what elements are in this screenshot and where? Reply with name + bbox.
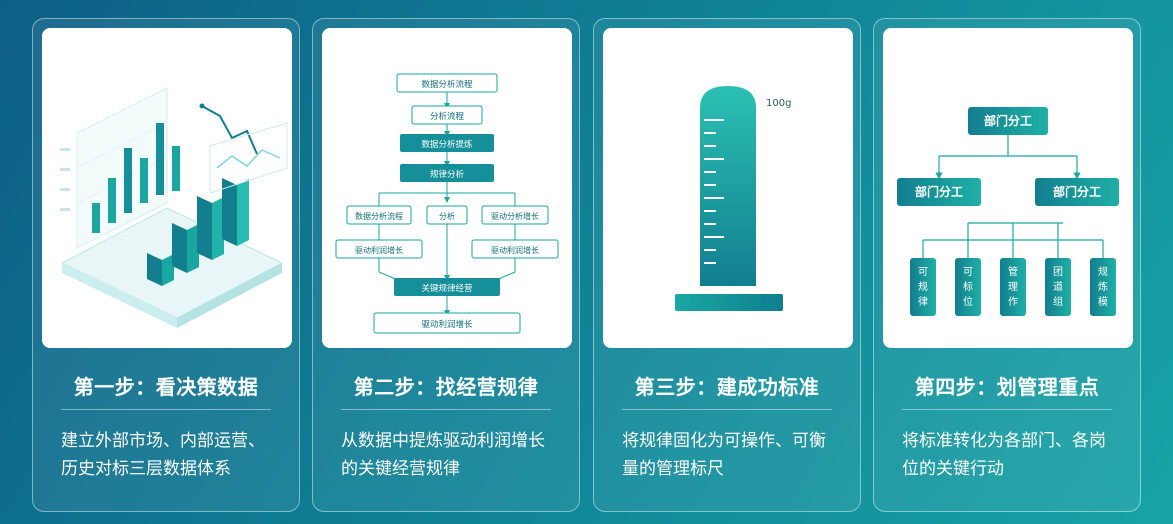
org-mid-right-node (1035, 178, 1119, 206)
org-mid-left-node (897, 178, 981, 206)
org-leaf-label: 团道组 (1053, 266, 1063, 308)
step-card-3: 100g 第三步：建成功标准 将规律固化为可操作、可衡量的管理标尺 (593, 18, 861, 512)
step-1-description: 建立外部市场、内部运营、历史对标三层数据体系 (61, 431, 265, 479)
step-3-divider (622, 409, 832, 410)
isometric-bar-chart-icon (60, 87, 288, 328)
step-card-1: 第一步：看决策数据 建立外部市场、内部运营、历史对标三层数据体系 (32, 18, 300, 512)
flow-node-7 (394, 278, 500, 296)
step-1-divider (61, 409, 271, 410)
flow-node-3-label: 数据分析提炼 (421, 139, 473, 150)
flow-node-1-label: 数据分析流程 (421, 79, 473, 90)
flow-node-5b (426, 205, 468, 225)
flow-node-1 (396, 73, 498, 93)
flow-node-5a-label: 数据分析流程 (355, 211, 403, 221)
step-2-description: 从数据中提炼驱动利润增长的关键经营规律 (341, 431, 545, 479)
step-3-title: 第三步：建成功标准 (634, 375, 820, 399)
step-2-illustration: 数据分析流程 分析流程 数据分析提炼 规律分析 数据分析流程 分析 驱动分析增长… (322, 28, 572, 348)
step-2-divider (341, 409, 551, 410)
org-top-label: 部门分工 (984, 113, 1032, 128)
flow-node-3 (400, 134, 494, 152)
flow-node-5c (481, 205, 549, 225)
flow-node-6a (335, 239, 423, 259)
cylinder-label: 100g (766, 98, 791, 109)
org-leaf-node (910, 258, 936, 316)
step-card-2: 数据分析流程 分析流程 数据分析提炼 规律分析 数据分析流程 分析 驱动分析增长… (312, 18, 580, 512)
step-card-4: 部门分工 部门分工 部门分工 可规律 可标位 管理作 团道组 规炼模 第四步：划管理重点… (873, 18, 1141, 512)
org-leaf-node (1000, 258, 1026, 316)
flow-node-5a (346, 205, 412, 225)
step-4-illustration: 部门分工 部门分工 部门分工 可规律 可标位 管理作 团道组 规炼模 (883, 28, 1133, 348)
org-mid-left-label: 部门分工 (915, 184, 963, 199)
org-leaf-label: 可规律 (918, 267, 928, 308)
step-4-description: 将标准转化为各部门、各岗位的关键行动 (902, 431, 1106, 479)
org-leaf-node (955, 258, 981, 316)
step-4-divider (902, 409, 1112, 410)
flow-node-4 (400, 164, 494, 182)
flow-node-2-label: 分析流程 (430, 111, 465, 122)
flow-node-6a-label: 驱动利润增长 (355, 245, 403, 255)
org-leaf-label: 可标位 (963, 267, 973, 308)
org-leaf-node (1090, 258, 1116, 316)
flow-node-7-label: 关键规律经营 (421, 283, 472, 294)
step-4-title: 第四步：划管理重点 (914, 375, 1100, 399)
flow-node-5b-label: 分析 (439, 211, 455, 221)
flow-node-8-label: 驱动利润增长 (421, 319, 473, 330)
step-3-description: 将规律固化为可操作、可衡量的管理标尺 (622, 431, 826, 479)
flow-node-5c-label: 驱动分析增长 (491, 211, 539, 221)
step-1-illustration (42, 28, 292, 348)
step-1-title: 第一步：看决策数据 (73, 375, 259, 399)
step-3-illustration: 100g (603, 28, 853, 348)
measuring-cylinder-icon: 100g (675, 86, 791, 311)
flowchart-icon: 数据分析流程 分析流程 数据分析提炼 规律分析 数据分析流程 分析 驱动分析增长… (335, 73, 559, 334)
org-leaf-node (1045, 258, 1071, 316)
org-top-node (968, 107, 1048, 135)
org-leaf-label: 管理作 (1008, 265, 1018, 308)
flow-node-6b (471, 239, 559, 259)
flow-node-8 (373, 312, 521, 334)
org-mid-right-label: 部门分工 (1053, 184, 1101, 199)
step-2-title: 第二步：找经营规律 (353, 375, 539, 399)
org-leaf-label: 规炼模 (1098, 265, 1108, 308)
flow-node-6b-label: 驱动利润增长 (491, 245, 539, 255)
flow-node-2 (411, 105, 483, 125)
flow-node-4-label: 规律分析 (430, 169, 465, 180)
org-chart-icon: 部门分工 部门分工 部门分工 可规律 可标位 管理作 团道组 规炼模 (897, 107, 1119, 316)
